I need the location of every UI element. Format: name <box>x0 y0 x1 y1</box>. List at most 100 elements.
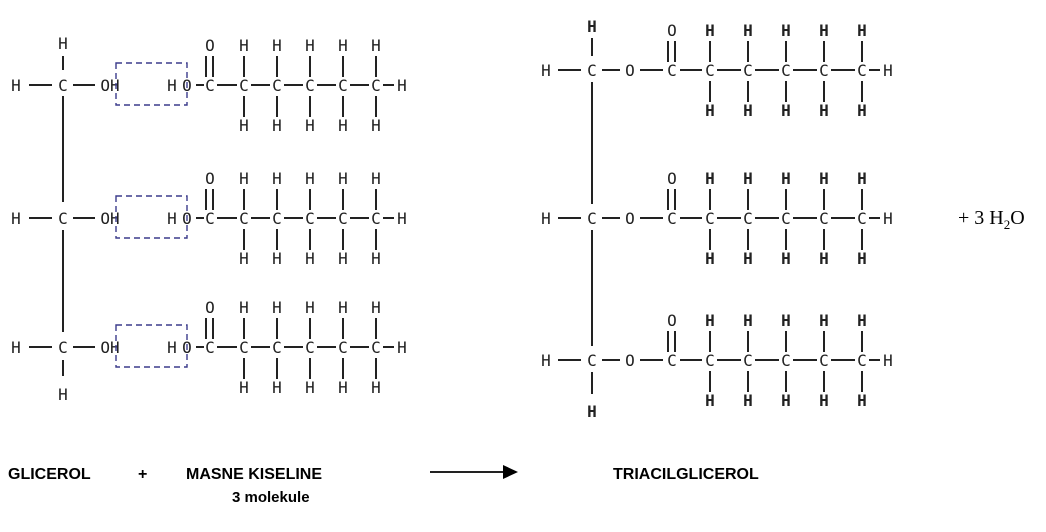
carbon-atom: C <box>705 61 715 80</box>
hydrogen-atom: H <box>819 391 829 410</box>
water-removal-box <box>115 62 188 106</box>
carbon-atom: C <box>781 209 791 228</box>
hydrogen-atom: H <box>857 391 867 410</box>
carbon-atom: C <box>58 209 68 228</box>
hydrogen-atom: H <box>371 378 381 397</box>
hydrogen-atom: H <box>587 402 597 421</box>
hydrogen-atom: H <box>305 378 315 397</box>
hydrogen-atom: H <box>239 378 249 397</box>
hydrogen-atom: H <box>857 169 867 188</box>
hydrogen-atom: H <box>819 101 829 120</box>
hydrogen-atom: H <box>272 298 282 317</box>
carbon-atom: C <box>587 351 597 370</box>
product-structure: H C O C O C H H C H H C H H C H H C H H H H C O C O C H H C H H C H H C H H C H… <box>541 17 893 421</box>
hydrogen-atom: H <box>883 61 893 80</box>
hydrogen-atom: H <box>705 311 715 330</box>
hydrogen-atom: H <box>781 311 791 330</box>
product-label: TRIACILGLICEROL <box>613 466 759 483</box>
oxygen-atom: O <box>182 76 192 95</box>
hydrogen-atom: H <box>338 378 348 397</box>
hydrogen-atom: H <box>587 17 597 36</box>
carbon-atom: C <box>819 61 829 80</box>
carbon-atom: C <box>857 351 867 370</box>
carbon-atom: C <box>819 209 829 228</box>
oxygen-atom: O <box>625 61 635 80</box>
hydrogen-atom: H <box>857 101 867 120</box>
hydrogen-atom: H <box>705 249 715 268</box>
hydrogen-atom: H <box>781 21 791 40</box>
hydrogen-atom: H <box>743 391 753 410</box>
hydrogen-atom: H <box>272 169 282 188</box>
hydrogen-atom: H <box>371 298 381 317</box>
carbon-atom: C <box>205 76 215 95</box>
hydrogen-atom: H <box>239 169 249 188</box>
hydrogen-atom: H <box>857 249 867 268</box>
hydrogen-atom: H <box>705 391 715 410</box>
hydrogen-atom: H <box>272 116 282 135</box>
plus-sign: + <box>138 466 147 483</box>
hydrogen-atom: H <box>305 36 315 55</box>
oxygen-atom: O <box>667 21 677 40</box>
hydrogen-atom: H <box>743 101 753 120</box>
carbon-atom: C <box>338 338 348 357</box>
hydrogen-atom: H <box>272 36 282 55</box>
hydrogen-atom: H <box>743 21 753 40</box>
hydrogen-atom: H <box>857 311 867 330</box>
hydrogen-atom: H <box>819 21 829 40</box>
hydrogen-atom: H <box>239 36 249 55</box>
hydrogen-atom: H <box>819 249 829 268</box>
hydrogen-atom: H <box>239 116 249 135</box>
hydrogen-atom: H <box>371 169 381 188</box>
hydrogen-atom: H <box>743 249 753 268</box>
oxygen-atom: O <box>182 209 192 228</box>
carbon-atom: C <box>667 209 677 228</box>
carbon-atom: C <box>305 76 315 95</box>
hydrogen-atom: H <box>541 351 551 370</box>
hydrogen-atom: H <box>705 169 715 188</box>
hydroxyl-group: OH <box>100 209 119 228</box>
hydrogen-atom: H <box>397 338 407 357</box>
oxygen-atom: O <box>205 169 215 188</box>
hydrogen-atom: H <box>305 169 315 188</box>
oxygen-atom: O <box>625 351 635 370</box>
hydrogen-atom: H <box>819 169 829 188</box>
hydrogen-atom: H <box>371 36 381 55</box>
hydrogen-atom: H <box>781 169 791 188</box>
oxygen-atom: O <box>667 169 677 188</box>
carbon-atom: C <box>58 338 68 357</box>
hydrogen-atom: H <box>781 101 791 120</box>
hydrogen-atom: H <box>338 36 348 55</box>
carbon-atom: C <box>338 76 348 95</box>
hydrogen-atom: H <box>743 169 753 188</box>
hydrogen-atom: H <box>705 21 715 40</box>
hydrogen-atom: H <box>371 249 381 268</box>
hydroxyl-group: OH <box>100 76 119 95</box>
carbon-atom: C <box>781 61 791 80</box>
hydrogen-atom: H <box>305 249 315 268</box>
hydrogen-atom: H <box>272 249 282 268</box>
hydrogen-atom: H <box>11 76 21 95</box>
carbon-atom: C <box>305 338 315 357</box>
hydrogen-atom: H <box>857 21 867 40</box>
carbon-atom: C <box>305 209 315 228</box>
carbon-atom: C <box>205 338 215 357</box>
carbon-atom: C <box>239 338 249 357</box>
molecule-count-label: 3 molekule <box>232 489 310 506</box>
carbon-atom: C <box>587 61 597 80</box>
hydrogen-atom: H <box>338 298 348 317</box>
carbon-atom: C <box>743 209 753 228</box>
carbon-atom: C <box>667 61 677 80</box>
hydrogen-atom: H <box>305 298 315 317</box>
hydrogen-atom: H <box>239 249 249 268</box>
hydrogen-atom: H <box>781 391 791 410</box>
hydrogen-atom: H <box>58 34 68 53</box>
carbon-atom: C <box>667 351 677 370</box>
carbon-atom: C <box>743 61 753 80</box>
carbon-atom: C <box>371 338 381 357</box>
carbon-atom: C <box>587 209 597 228</box>
water-removal-box <box>115 324 188 368</box>
hydrogen-atom: H <box>167 338 177 357</box>
carbon-atom: C <box>239 209 249 228</box>
